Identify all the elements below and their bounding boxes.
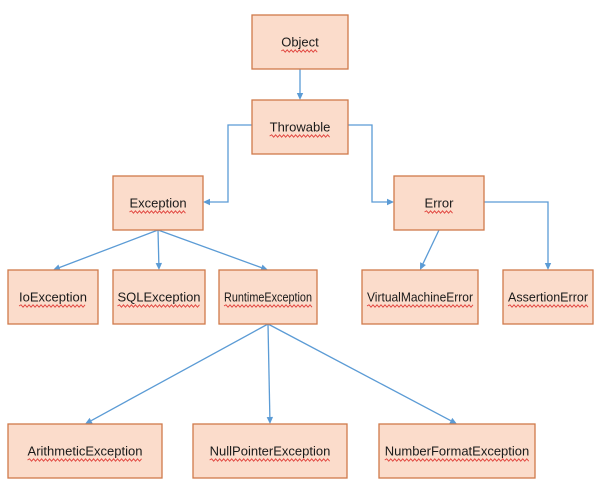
edge-throwable-exception-arrowhead	[203, 198, 210, 206]
node-throwable: Throwable	[251, 99, 349, 155]
node-arithmeticexception-box	[7, 423, 163, 479]
edge-error-assertionerror	[484, 201, 549, 263]
node-throwable-spellcheck-underline	[269, 134, 330, 138]
node-object-spellcheck-underline	[280, 49, 318, 53]
edge-exception-ioexception-arrowhead	[53, 264, 61, 271]
edge-runtimeexception-numberformatexception	[267, 323, 452, 422]
node-virtualmachineerror-spellcheck-underline	[366, 304, 474, 308]
node-virtualmachineerror-box	[361, 269, 479, 325]
node-runtimeexception-box	[218, 269, 318, 325]
node-runtimeexception-label: RuntimeException	[224, 290, 312, 305]
node-numberformatexception-spellcheck-underline	[384, 458, 530, 462]
edge-runtimeexception-numberformatexception-arrowhead	[449, 417, 457, 424]
edges-layer	[53, 69, 552, 424]
node-nullpointerexception-spellcheck-underline	[209, 458, 331, 462]
node-error-label: Error	[425, 196, 455, 211]
edge-exception-runtimeexception-arrowhead	[260, 264, 268, 271]
edge-exception-runtimeexception	[157, 229, 262, 269]
node-arithmeticexception-label: ArithmeticException	[28, 444, 143, 459]
node-nullpointerexception-box	[192, 423, 348, 479]
edge-exception-sqlexception	[157, 229, 160, 264]
node-throwable-box	[251, 99, 349, 155]
node-assertionerror: AssertionError	[502, 269, 594, 325]
edge-throwable-exception	[210, 124, 252, 203]
node-assertionerror-box	[502, 269, 594, 325]
node-object-box	[251, 14, 349, 70]
edge-error-virtualmachineerror	[422, 229, 440, 264]
node-numberformatexception-box	[378, 423, 536, 479]
node-error-spellcheck-underline	[424, 210, 453, 214]
edge-exception-ioexception	[59, 229, 159, 269]
edge-object-throwable-arrowhead	[296, 93, 304, 100]
node-exception-box	[112, 175, 204, 231]
node-throwable-label: Throwable	[270, 120, 331, 135]
node-sqlexception: SQLException	[112, 269, 206, 325]
node-virtualmachineerror-label: VirtualMachineError	[367, 290, 474, 305]
node-assertionerror-label: AssertionError	[508, 290, 589, 305]
node-nullpointerexception: NullPointerException	[192, 423, 348, 479]
node-runtimeexception-spellcheck-underline	[223, 304, 313, 308]
node-ioexception-label: IoException	[19, 290, 87, 305]
node-numberformatexception: NumberFormatException	[378, 423, 536, 479]
node-arithmeticexception: ArithmeticException	[7, 423, 163, 479]
node-runtimeexception: RuntimeException	[218, 269, 318, 325]
node-error-box	[393, 175, 485, 231]
edge-runtimeexception-nullpointerexception-arrowhead	[266, 416, 274, 424]
node-object: Object	[251, 14, 349, 70]
node-sqlexception-box	[112, 269, 206, 325]
edge-error-assertionerror-arrowhead	[544, 263, 552, 270]
node-sqlexception-label: SQLException	[117, 290, 200, 305]
node-nullpointerexception-label: NullPointerException	[210, 444, 331, 459]
edge-exception-sqlexception-arrowhead	[155, 262, 163, 270]
edge-runtimeexception-arithmeticexception-arrowhead	[85, 417, 93, 424]
edge-runtimeexception-nullpointerexception	[267, 323, 271, 418]
node-virtualmachineerror: VirtualMachineError	[361, 269, 479, 325]
node-sqlexception-spellcheck-underline	[117, 304, 200, 308]
node-ioexception-box	[7, 269, 99, 325]
node-exception: Exception	[112, 175, 204, 231]
node-exception-label: Exception	[129, 196, 186, 211]
node-arithmeticexception-spellcheck-underline	[27, 458, 142, 462]
edge-throwable-error-arrowhead	[387, 198, 394, 206]
node-error: Error	[393, 175, 485, 231]
node-exception-spellcheck-underline	[129, 210, 186, 214]
node-numberformatexception-label: NumberFormatException	[385, 444, 530, 459]
node-assertionerror-spellcheck-underline	[507, 304, 589, 308]
edge-runtimeexception-arithmeticexception	[90, 323, 269, 422]
node-ioexception-spellcheck-underline	[18, 304, 86, 308]
node-ioexception: IoException	[7, 269, 99, 325]
edge-throwable-error	[348, 124, 387, 203]
node-object-label: Object	[281, 35, 319, 50]
edge-error-virtualmachineerror-arrowhead	[420, 262, 426, 270]
